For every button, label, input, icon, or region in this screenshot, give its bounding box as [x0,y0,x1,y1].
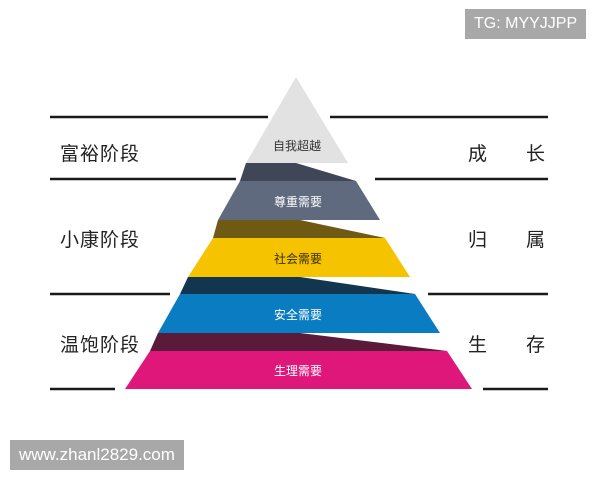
layer-social-needs [188,238,410,277]
right-label-growth-char1: 成 [468,143,488,165]
connector-1 [240,163,356,181]
layer-label-social-needs: 社会需要 [273,252,323,266]
stage-label-subsistence: 温饱阶段 [60,334,141,356]
connector-3 [180,277,415,294]
right-label-belonging-char2: 属 [526,229,546,251]
stage-label-well-off: 小康阶段 [60,229,141,251]
right-label-belonging-char1: 归 [468,229,488,251]
layer-label-self-transcendence: 自我超越 [272,139,322,153]
layer-safety-needs [158,294,440,333]
layer-label-physiological-needs: 生理需要 [273,364,323,378]
watermark-bottom: www.zhanl2829.com [10,440,184,470]
layer-label-safety-needs: 安全需要 [273,308,323,322]
layer-label-esteem-needs: 尊重需要 [273,195,323,209]
right-label-survival-char1: 生 [468,334,488,356]
layer-physiological-needs [125,351,472,389]
connector-4 [150,333,447,351]
watermark-top: TG: MYYJJPP [465,9,587,39]
right-label-growth-char2: 长 [526,143,546,165]
layer-esteem-needs [218,181,380,220]
connector-2 [213,220,385,238]
stage-label-wealthy: 富裕阶段 [60,143,141,165]
divider-lines [50,115,548,391]
right-label-survival-char2: 存 [526,334,546,356]
layer-self-transcendence [246,77,348,163]
